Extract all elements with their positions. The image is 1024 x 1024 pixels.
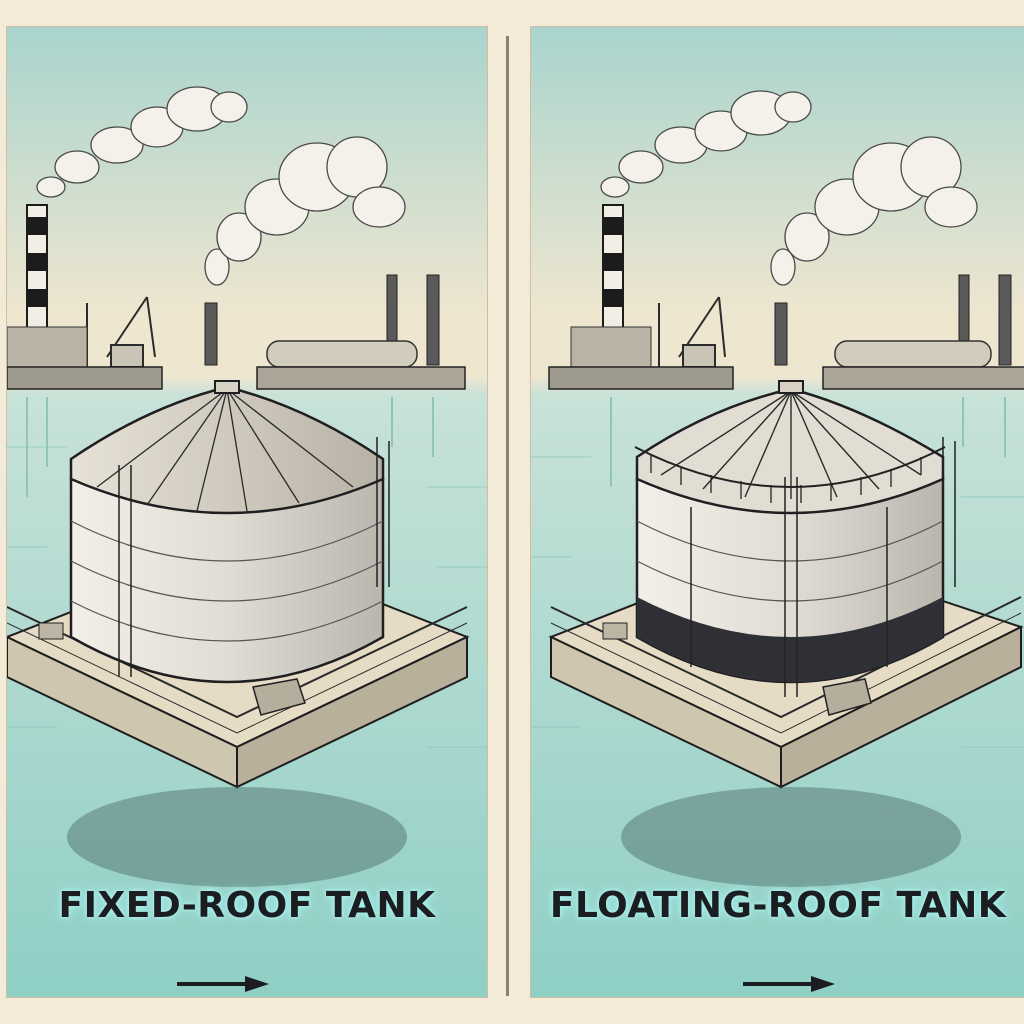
floating-roof-panel: FLOATING-ROOF TANK bbox=[530, 26, 1024, 998]
tank-caption: FIXED-ROOF TANK bbox=[58, 885, 436, 926]
tank-caption: FLOATING-ROOF TANK bbox=[549, 885, 1007, 926]
floating-roof-scene bbox=[531, 27, 1024, 997]
fixed-roof-panel: FIXED-ROOF TANK bbox=[6, 26, 488, 998]
smokestack-icon bbox=[602, 204, 624, 336]
panel-divider bbox=[506, 36, 509, 996]
arrow-right-icon bbox=[177, 976, 269, 992]
fixed-roof-scene bbox=[7, 27, 487, 997]
tank-icon bbox=[69, 380, 390, 684]
smokestack-icon bbox=[26, 204, 48, 336]
crane-icon bbox=[658, 296, 726, 368]
smoke-plume bbox=[36, 86, 406, 286]
smoke-plume bbox=[600, 90, 978, 286]
arrow-right-icon bbox=[743, 976, 835, 992]
tank-icon bbox=[634, 380, 956, 697]
